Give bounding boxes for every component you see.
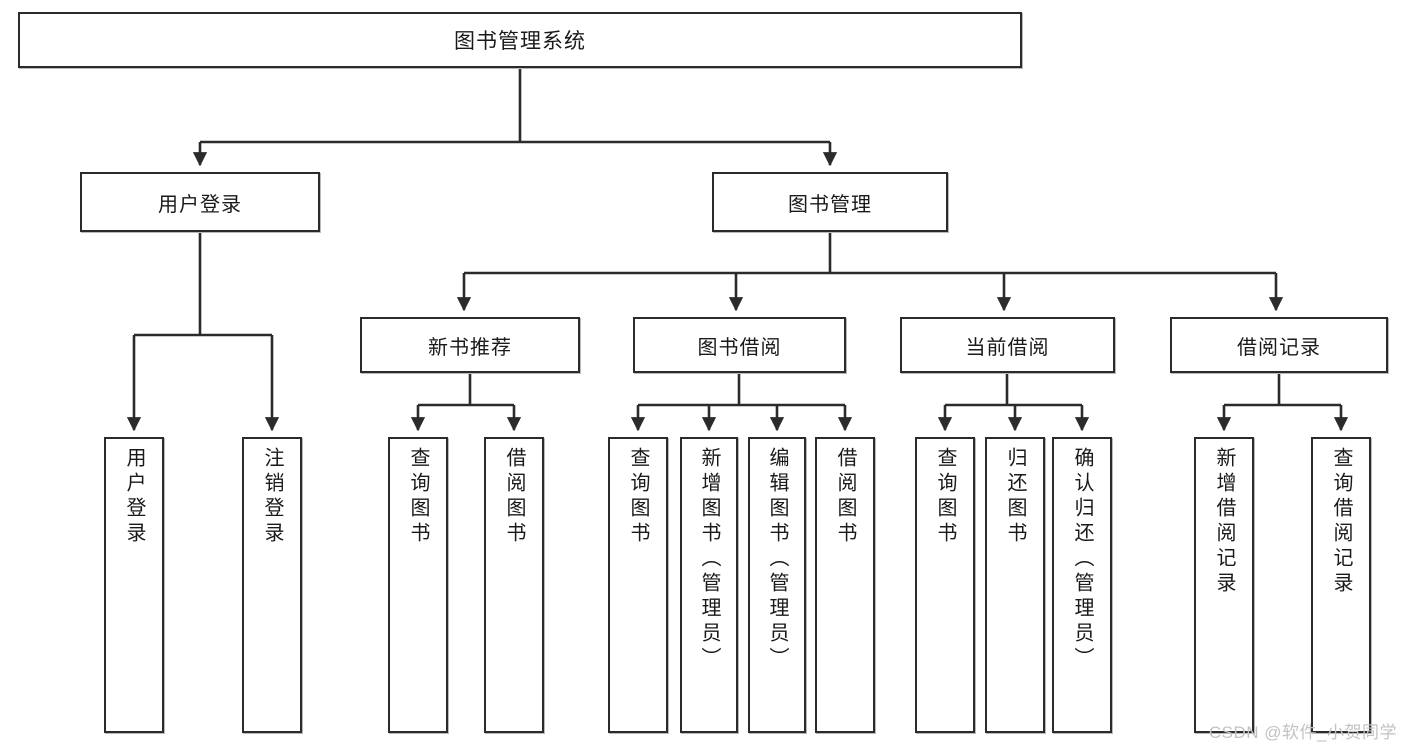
leaf-return-book-label: 归还图书	[1004, 447, 1026, 547]
leaf-query-borrow-record[interactable]: 查询借阅记录	[1311, 437, 1371, 733]
node-borrow-record-label: 借阅记录	[1237, 336, 1321, 359]
leaf-add-book-admin-label: 新增图书（管理员）	[698, 447, 720, 672]
leaf-query-book-borrow[interactable]: 查询图书	[608, 437, 668, 733]
leaf-query-book-current-label: 查询图书	[934, 447, 956, 547]
node-book-management-label: 图书管理	[788, 193, 872, 216]
watermark-text: CSDN @软件_小贺同学	[1208, 723, 1397, 742]
leaf-logout[interactable]: 注销登录	[242, 437, 302, 733]
leaf-borrow-book-label: 借阅图书	[834, 447, 856, 547]
node-current-borrow[interactable]: 当前借阅	[900, 317, 1115, 373]
leaf-return-book[interactable]: 归还图书	[985, 437, 1045, 733]
leaf-add-borrow-record[interactable]: 新增借阅记录	[1194, 437, 1254, 733]
leaf-logout-label: 注销登录	[261, 447, 283, 547]
leaf-edit-book-admin[interactable]: 编辑图书（管理员）	[748, 437, 806, 733]
leaf-query-book-recommend[interactable]: 查询图书	[388, 437, 448, 733]
leaf-borrow-book-recommend[interactable]: 借阅图书	[484, 437, 544, 733]
node-book-management[interactable]: 图书管理	[712, 172, 948, 232]
leaf-query-borrow-record-label: 查询借阅记录	[1330, 447, 1352, 597]
node-user-login[interactable]: 用户登录	[80, 172, 320, 232]
leaf-query-book-current[interactable]: 查询图书	[915, 437, 975, 733]
leaf-borrow-book-recommend-label: 借阅图书	[503, 447, 525, 547]
leaf-borrow-book[interactable]: 借阅图书	[815, 437, 875, 733]
leaf-add-borrow-record-label: 新增借阅记录	[1213, 447, 1235, 597]
node-current-borrow-label: 当前借阅	[965, 336, 1050, 359]
node-new-book-recommend[interactable]: 新书推荐	[360, 317, 580, 373]
leaf-confirm-return-admin-label: 确认归还（管理员）	[1071, 447, 1093, 672]
leaf-edit-book-admin-label: 编辑图书（管理员）	[766, 447, 788, 672]
node-new-book-recommend-label: 新书推荐	[428, 336, 512, 359]
leaf-user-login-label: 用户登录	[123, 447, 145, 547]
leaf-query-book-recommend-label: 查询图书	[407, 447, 429, 547]
leaf-user-login[interactable]: 用户登录	[104, 437, 164, 733]
node-root-label: 图书管理系统	[454, 30, 586, 53]
leaf-add-book-admin[interactable]: 新增图书（管理员）	[680, 437, 738, 733]
node-book-borrow-label: 图书借阅	[697, 336, 782, 359]
node-user-login-label: 用户登录	[158, 193, 242, 216]
node-borrow-record[interactable]: 借阅记录	[1170, 317, 1388, 373]
node-book-borrow[interactable]: 图书借阅	[633, 317, 846, 373]
leaf-query-book-borrow-label: 查询图书	[627, 447, 649, 547]
leaf-confirm-return-admin[interactable]: 确认归还（管理员）	[1052, 437, 1112, 733]
node-root[interactable]: 图书管理系统	[18, 12, 1022, 68]
